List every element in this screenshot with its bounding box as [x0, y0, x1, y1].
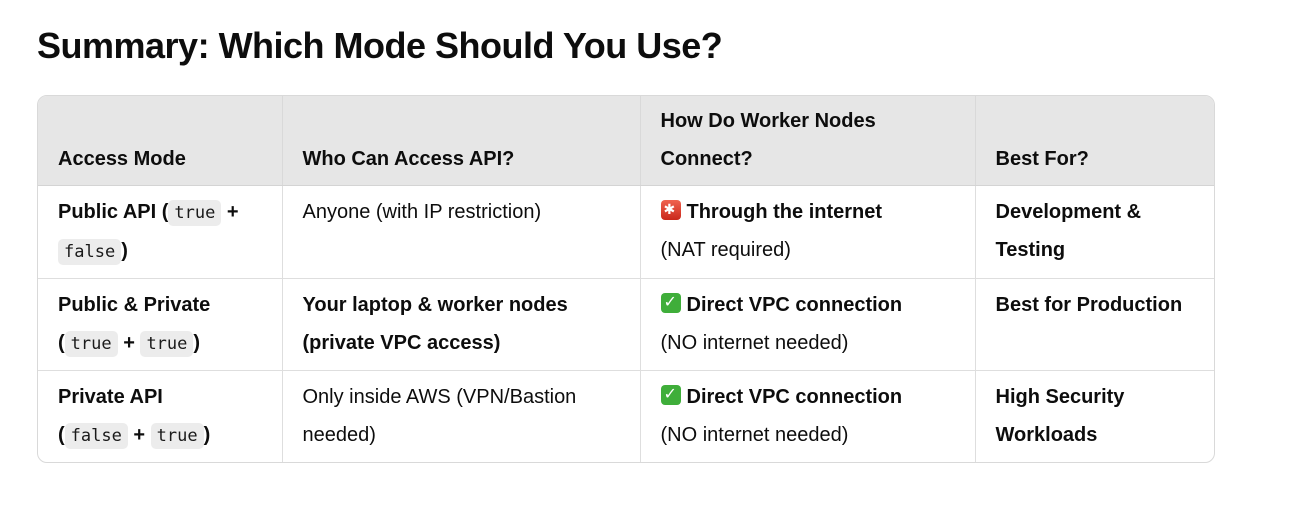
worker-connect-cell: Direct VPC connection (NO internet neede… [640, 370, 976, 462]
worker-connect-cell: Through the internet (NAT required) [640, 185, 976, 279]
header-best-for: Best For? [975, 96, 1214, 186]
paren-close: ) [121, 240, 128, 262]
connect-main: Through the internet [686, 201, 883, 223]
plus-sign: + [133, 424, 146, 446]
check-mark-icon [660, 284, 681, 322]
who-text: Only inside AWS (VPN/Bastion needed) [302, 386, 577, 446]
endpoint-private-flag: true [150, 423, 204, 449]
mode-label: Public & Private [58, 294, 211, 316]
summary-table: Access Mode Who Can Access API? How Do W… [37, 95, 1215, 463]
mode-label: Private API [58, 386, 163, 408]
connect-note: (NO internet needed) [660, 332, 849, 354]
best-for-cell: Best for Production [975, 278, 1214, 371]
header-access-mode: Access Mode [38, 96, 283, 186]
who-text: Anyone (with IP restriction) [302, 201, 542, 223]
access-mode-cell: Private API (false + true) [38, 370, 283, 462]
plus-sign: + [226, 201, 239, 223]
best-for-text: Best for Production [995, 294, 1183, 316]
mode-label: Public API [58, 201, 157, 223]
who-can-access-cell: Anyone (with IP restriction) [282, 185, 641, 279]
access-mode-cell: Public & Private (true + true) [38, 278, 283, 371]
table-row: Public & Private (true + true) Your lapt… [38, 278, 1214, 371]
best-for-cell: Development & Testing [975, 185, 1214, 279]
worker-connect-cell: Direct VPC connection (NO internet neede… [640, 278, 976, 371]
paren-open: ( [161, 201, 169, 223]
who-text: Your laptop & worker nodes (private VPC … [302, 294, 568, 354]
endpoint-private-flag: true [140, 331, 194, 357]
best-for-text: High Security Workloads [995, 386, 1125, 446]
access-mode-cell: Public API (true + false) [38, 185, 283, 279]
paren-open: ( [58, 332, 65, 354]
paren-close: ) [193, 332, 201, 354]
connect-note: (NO internet needed) [660, 424, 849, 446]
header-worker-connect: How Do Worker Nodes Connect? [640, 96, 976, 186]
plus-sign: + [123, 332, 135, 354]
paren-close: ) [203, 424, 211, 446]
endpoint-public-flag: true [64, 331, 118, 357]
table-row: Private API (false + true) Only inside A… [38, 370, 1214, 463]
page-title: Summary: Which Mode Should You Use? [37, 25, 723, 66]
endpoint-public-flag: false [64, 423, 128, 449]
police-light-icon [660, 190, 681, 228]
check-mark-icon [660, 376, 681, 414]
endpoint-private-flag: false [58, 239, 122, 265]
connect-note: (NAT required) [660, 239, 791, 261]
who-can-access-cell: Your laptop & worker nodes (private VPC … [282, 278, 641, 371]
connect-main: Direct VPC connection [686, 386, 903, 408]
header-who-can-access: Who Can Access API? [282, 96, 641, 186]
best-for-cell: High Security Workloads [975, 371, 1214, 463]
table-row: Public API (true + false) Anyone (with I… [38, 185, 1214, 279]
endpoint-public-flag: true [168, 200, 222, 226]
table-header-row: Access Mode Who Can Access API? How Do W… [38, 96, 1214, 186]
paren-open: ( [58, 424, 65, 446]
who-can-access-cell: Only inside AWS (VPN/Bastion needed) [282, 370, 641, 462]
best-for-text: Development & Testing [995, 201, 1142, 261]
connect-main: Direct VPC connection [686, 294, 903, 316]
